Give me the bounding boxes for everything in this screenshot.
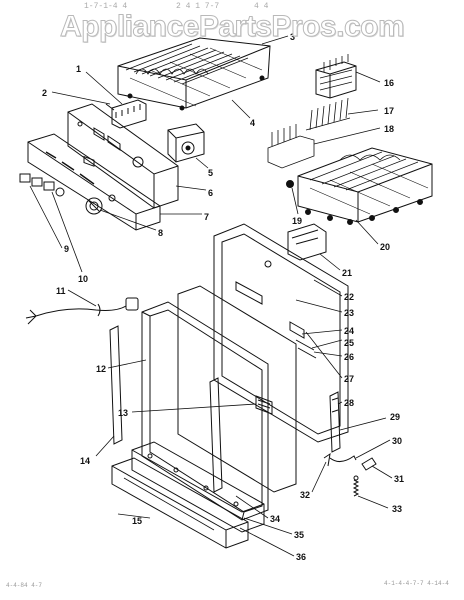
detergent-dispenser <box>287 223 327 261</box>
callout-10: 10 <box>78 274 88 284</box>
callout-4: 4 <box>250 118 255 128</box>
footer-code-right: 4-1-4-4-7-7 4-14-4 <box>384 580 449 587</box>
callout-16: 16 <box>384 78 394 88</box>
tine-rack <box>267 124 315 169</box>
power-cord <box>25 297 139 325</box>
hinge-link <box>329 455 357 462</box>
callout-12: 12 <box>96 364 106 374</box>
door-hinge <box>329 391 341 453</box>
door-bottom-trim <box>131 441 265 533</box>
callout-1: 1 <box>76 64 81 74</box>
callout-31: 31 <box>394 474 404 484</box>
control-panel-upper <box>67 103 179 209</box>
callout-29: 29 <box>390 412 400 422</box>
callout-24: 24 <box>344 326 354 336</box>
cutlery-basket <box>315 54 357 99</box>
inner-door-frame <box>213 223 349 443</box>
callout-leaders <box>29 35 393 557</box>
callout-13: 13 <box>118 408 128 418</box>
outer-door-panel <box>141 301 269 521</box>
callout-23: 23 <box>344 308 354 318</box>
door-liner-sheet <box>177 285 297 493</box>
callout-20: 20 <box>380 242 390 252</box>
header-mark: 1-7-1-4 4 <box>84 2 128 11</box>
side-trim-right <box>209 377 223 493</box>
callout-11: 11 <box>56 286 66 296</box>
callout-8: 8 <box>158 228 163 238</box>
callout-18: 18 <box>384 124 394 134</box>
callout-21: 21 <box>342 268 352 278</box>
callout-26: 26 <box>344 352 354 362</box>
callout-27: 27 <box>344 374 354 384</box>
callout-5: 5 <box>208 168 213 178</box>
indicator-lens <box>55 187 65 197</box>
callout-3: 3 <box>290 32 295 42</box>
control-panel-lower <box>27 133 161 231</box>
lower-rack <box>297 147 433 225</box>
callout-6: 6 <box>208 188 213 198</box>
site-watermark: AppliancePartsPros.com <box>60 10 406 44</box>
callout-25: 25 <box>344 338 354 348</box>
selector-knob <box>85 197 103 215</box>
timer-module <box>167 123 205 163</box>
side-trim-left <box>109 325 123 445</box>
header-mark: 4 4 <box>254 2 269 11</box>
callout-33: 33 <box>392 504 402 514</box>
kick-plate <box>111 457 249 549</box>
footer-code-left: 4-4-84 4-7 <box>6 582 43 589</box>
callout-28: 28 <box>344 398 354 408</box>
callout-30: 30 <box>392 436 402 446</box>
callout-9: 9 <box>64 244 69 254</box>
rack-roller <box>286 180 294 188</box>
upper-rack <box>117 37 271 111</box>
callout-35: 35 <box>294 530 304 540</box>
hinge-clip <box>323 452 331 467</box>
door-spring <box>352 475 360 497</box>
callout-7: 7 <box>204 212 209 222</box>
hinge-pin <box>361 457 377 471</box>
callout-34: 34 <box>270 514 280 524</box>
callout-17: 17 <box>384 106 394 116</box>
callout-22: 22 <box>344 292 354 302</box>
callout-19: 19 <box>292 216 302 226</box>
callout-14: 14 <box>80 456 90 466</box>
push-buttons <box>19 173 55 191</box>
callout-32: 32 <box>300 490 310 500</box>
switch-block <box>105 99 147 129</box>
tine-row <box>305 97 351 131</box>
header-mark: 2 4 1 7-7 <box>176 2 220 11</box>
callout-15: 15 <box>132 516 142 526</box>
callout-2: 2 <box>42 88 47 98</box>
callout-labels: 1 2 3 4 5 6 7 8 9 10 11 12 13 14 15 16 1… <box>42 32 404 562</box>
callout-36: 36 <box>296 552 306 562</box>
